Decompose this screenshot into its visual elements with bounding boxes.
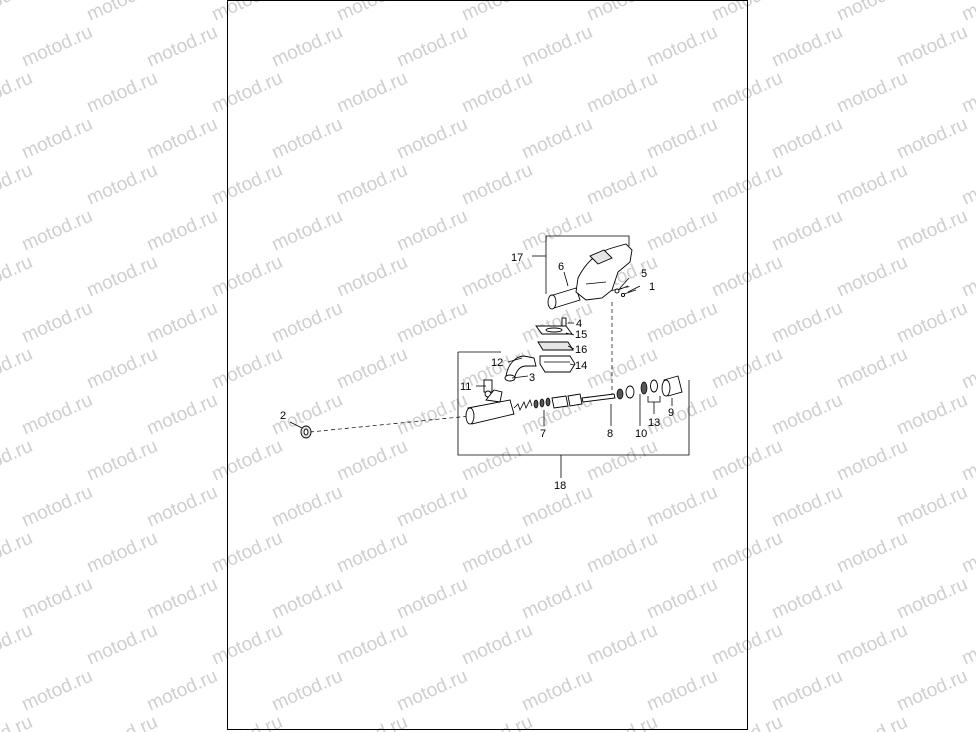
master-cylinder-body [465,389,515,425]
part-2-boot [300,425,312,439]
part-10-clip [625,385,635,399]
callout-2: 2 [280,410,286,422]
callout-10: 10 [635,428,647,440]
callout-13: 13 [648,417,660,429]
diagram-sheet [227,0,748,730]
part-15-cover [535,325,573,335]
leader-lines [289,271,673,429]
group-bracket-18 [457,351,690,478]
group-bracket-17 [532,235,630,294]
part-17-lever-housing [575,243,633,301]
callout-3: 3 [529,372,535,384]
part-5-screw [614,285,629,294]
axis-line-main [309,415,471,433]
part-12-hose [505,355,537,381]
part-6-sleeve [547,287,581,310]
callout-4: 4 [576,318,582,330]
callout-8: 8 [607,428,613,440]
part-16-plate [537,341,574,351]
part-14-diaphragm [539,355,576,373]
callout-18: 18 [554,480,566,492]
callout-7: 7 [540,428,546,440]
part-9-boot [661,375,683,397]
part-13-washers [640,379,658,395]
callout-14: 14 [575,360,587,372]
callout-6: 6 [558,261,564,273]
callout-9: 9 [668,407,674,419]
callout-15: 15 [575,329,587,341]
callout-16: 16 [575,344,587,356]
callout-11: 11 [460,381,471,393]
part-1-pin [620,289,637,298]
callout-5: 5 [641,268,647,280]
axis-line-lever [604,285,633,293]
callout-labels: 1 2 3 4 5 6 7 8 9 10 11 12 13 14 15 16 1… [280,252,674,492]
part-8-piston [567,388,624,407]
callout-1: 1 [649,281,655,293]
callout-12: 12 [491,357,503,369]
callout-17: 17 [511,252,523,264]
part-7-spring [513,395,569,412]
part-4-screw [561,317,567,327]
